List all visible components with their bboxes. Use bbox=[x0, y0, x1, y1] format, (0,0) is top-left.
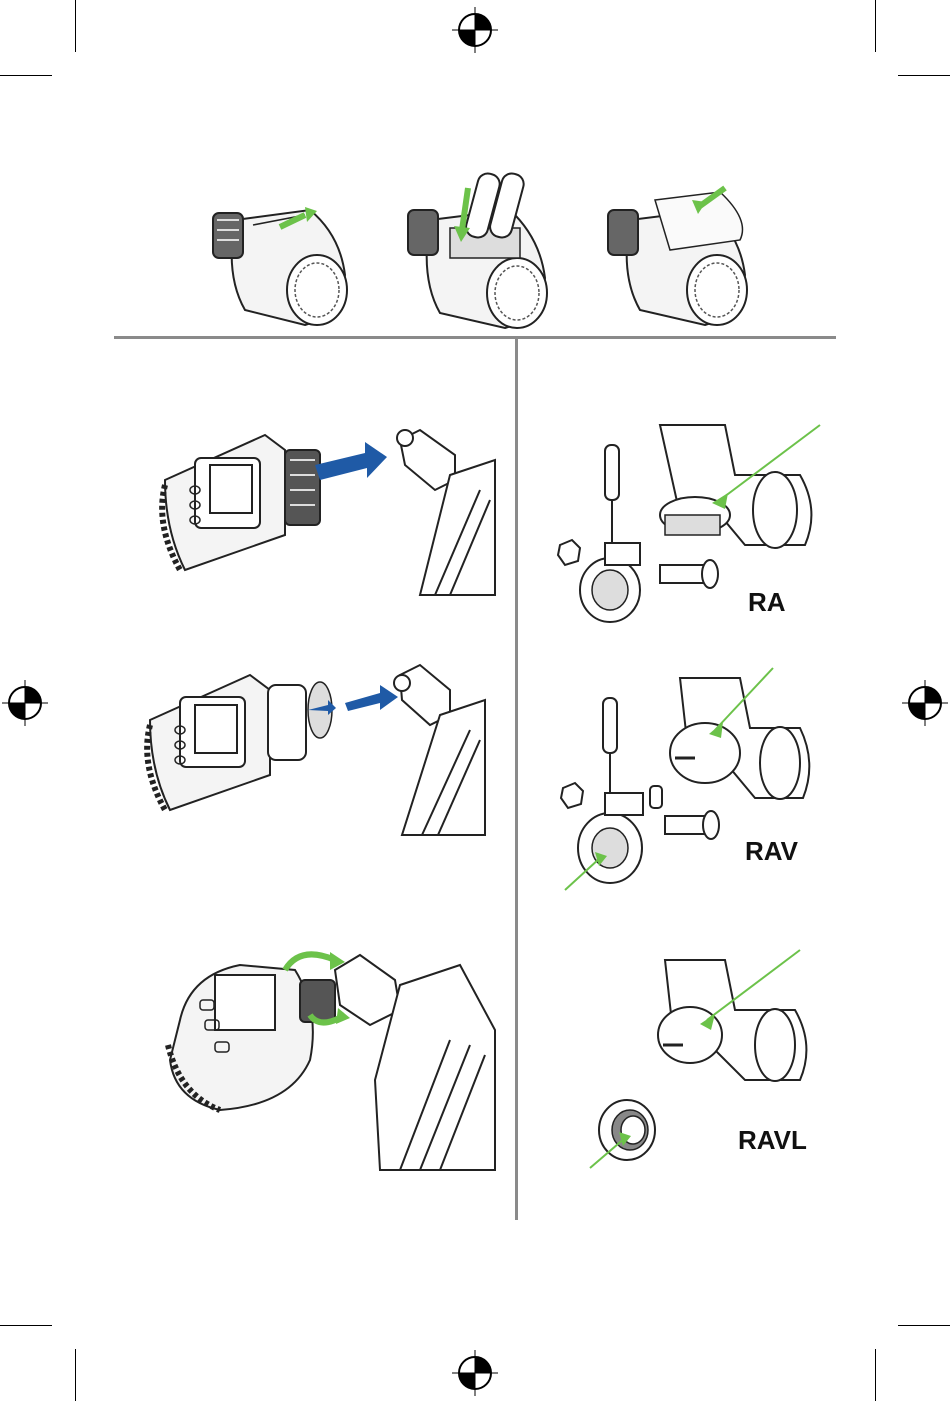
adapter-rav-label: RAV bbox=[745, 836, 798, 867]
crop-mark-tl-h bbox=[0, 75, 52, 76]
crop-mark-bl-v bbox=[75, 1349, 76, 1401]
battery-step-2-illustration bbox=[400, 168, 555, 333]
crop-mark-br-v bbox=[875, 1349, 876, 1401]
crop-mark-bl-h bbox=[0, 1325, 52, 1326]
adapter-ravl-label: RAVL bbox=[738, 1125, 807, 1156]
battery-step-1-illustration bbox=[205, 195, 355, 330]
crop-mark-br-h bbox=[898, 1325, 950, 1326]
crop-mark-tr-v bbox=[875, 0, 876, 52]
mounting-step-3-illustration bbox=[160, 930, 495, 1170]
battery-step-3-illustration bbox=[600, 180, 755, 330]
mounting-step-2-illustration bbox=[140, 655, 490, 835]
registration-mark-left bbox=[2, 680, 48, 726]
crop-mark-tl-v bbox=[75, 0, 76, 52]
registration-mark-right bbox=[902, 680, 948, 726]
adapter-ra-label: RA bbox=[748, 587, 786, 618]
horizontal-divider bbox=[114, 336, 836, 339]
registration-mark-bottom bbox=[452, 1350, 498, 1396]
mounting-step-1-illustration bbox=[155, 420, 500, 595]
registration-mark-top bbox=[452, 7, 498, 53]
crop-mark-tr-h bbox=[898, 75, 950, 76]
vertical-divider bbox=[515, 338, 518, 1220]
